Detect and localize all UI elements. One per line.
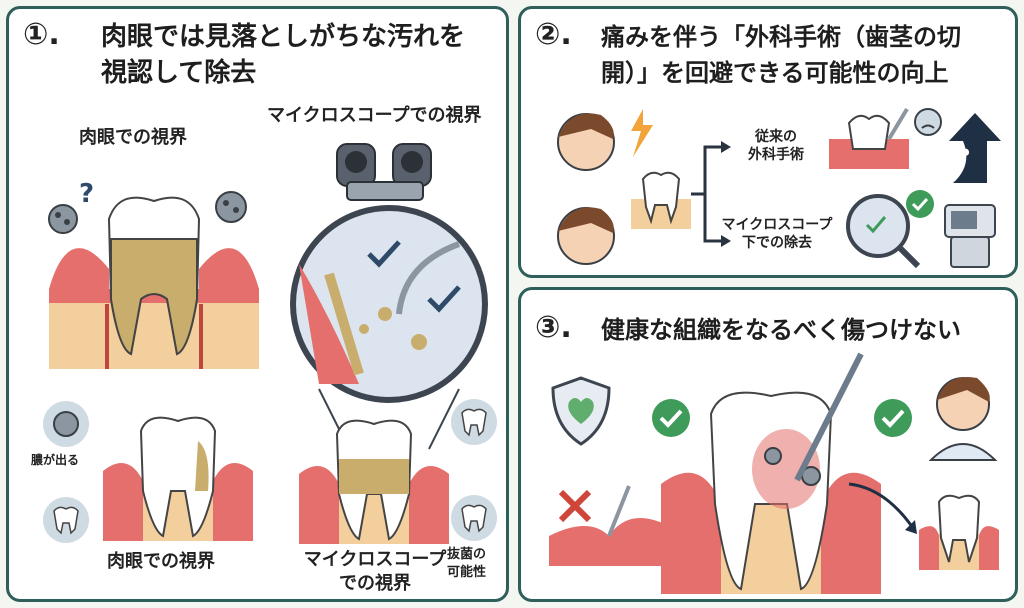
label-conventional-2: 外科手術 — [748, 147, 804, 163]
tooth-root-plaque-illustration — [299, 419, 449, 544]
label-pus: 膿が出る — [31, 453, 80, 467]
panel2-number: ②. — [535, 17, 572, 52]
label-microscope-view-bottom-2: での視界 — [339, 573, 411, 594]
device-icon — [944, 204, 996, 268]
label-naked-eye-view-bottom: 肉眼での視界 — [107, 551, 215, 572]
label-microscope-removal-2: 下での除去 — [742, 235, 812, 251]
panel1-title-line2: 視認して除去 — [101, 58, 257, 88]
label-microscope-view-top: マイクロスコープでの視界 — [267, 105, 482, 126]
panel3-number: ③. — [535, 310, 572, 345]
panel-visual-removal: ①. 肉眼では見落としがちな汚れを 視認して除去 肉眼での視界 マイクロスコープ… — [6, 6, 509, 602]
person-icon — [557, 207, 615, 265]
panel1-number: ①. — [23, 17, 60, 52]
damaged-gum-illustration — [549, 485, 669, 566]
surgery-tooth-illustration — [829, 107, 909, 169]
question-icon: ? — [79, 179, 95, 209]
bacteria-icon — [215, 191, 247, 223]
label-microscope-removal-1: マイクロスコープ — [721, 217, 833, 233]
bacteria-icon — [48, 204, 78, 234]
panel-avoid-surgery: ②. 痛みを伴う「外科手術（歯茎の切 開）」を回避できる可能性の向上 従来の 外… — [518, 6, 1018, 278]
label-extraction-2: 可能性 — [447, 565, 487, 580]
panel2-title-line1: 痛みを伴う「外科手術（歯茎の切 — [601, 23, 961, 51]
check-icon — [874, 399, 912, 437]
sad-face-icon — [914, 108, 942, 136]
shield-heart-icon — [551, 376, 611, 446]
panel-minimize-damage: ③. 健康な組織をなるべく傷つけない — [518, 287, 1018, 602]
tooth-gum-illustration — [661, 352, 881, 594]
tooth-icon — [451, 399, 497, 445]
label-naked-eye-view-top: 肉眼での視界 — [79, 127, 187, 148]
pain-bolt-icon — [631, 109, 653, 157]
panel1-title-line1: 肉眼では見落としがちな汚れを — [101, 22, 466, 52]
result-arrow — [848, 482, 917, 534]
person-icon — [557, 113, 615, 171]
label-extraction-1: 抜菌の — [447, 547, 487, 562]
tooth-icon — [631, 171, 691, 229]
person-icon — [928, 376, 998, 461]
lens-icon — [846, 194, 921, 269]
label-conventional-1: 従来の — [755, 129, 797, 145]
up-text: UP — [945, 145, 970, 164]
healthy-tooth-illustration — [919, 494, 999, 570]
cross-icon — [558, 489, 592, 523]
check-icon — [906, 190, 934, 218]
tooth-plaque-illustration — [49, 196, 259, 369]
lens-icon — [290, 205, 488, 403]
microscope-icon — [336, 143, 432, 201]
branch-arrows — [691, 141, 731, 247]
tooth-icon — [43, 497, 89, 543]
tooth-cavity-illustration — [103, 416, 253, 541]
label-microscope-view-bottom-1: マイクロスコープ — [303, 549, 447, 570]
panel3-title: 健康な組織をなるべく傷つけない — [601, 316, 961, 344]
up-arrow-icon — [949, 113, 1001, 183]
panel2-title-line2: 開）」を回避できる可能性の向上 — [601, 59, 949, 87]
bacteria-icon — [43, 401, 89, 447]
tooth-icon — [451, 495, 497, 541]
check-icon — [652, 399, 690, 437]
